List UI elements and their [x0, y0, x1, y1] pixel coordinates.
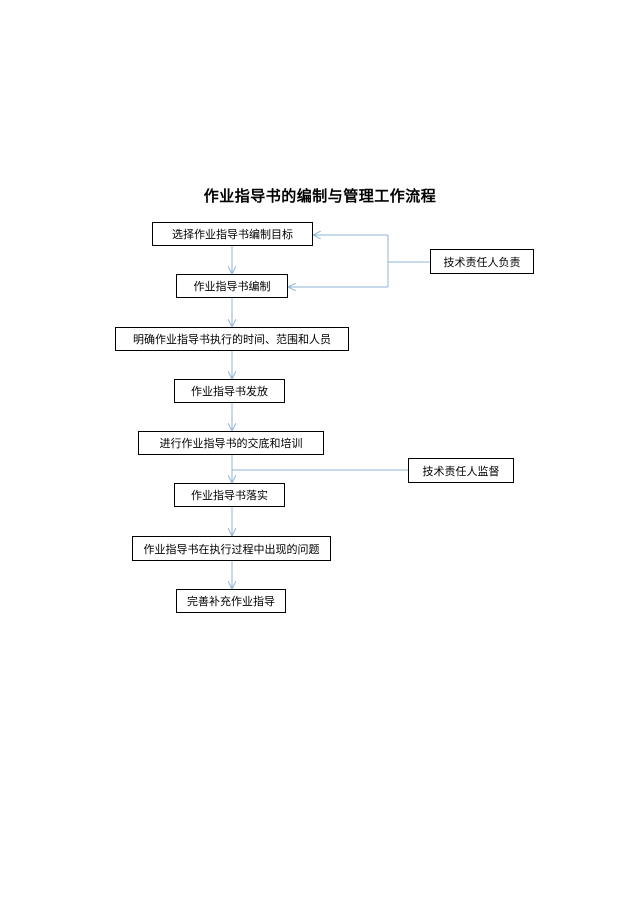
note-responsible: 技术责任人负责	[430, 249, 534, 274]
diagram-title: 作业指导书的编制与管理工作流程	[203, 187, 437, 205]
note-supervise: 技术责任人监督	[408, 458, 514, 483]
step-improve: 完善补充作业指导	[176, 589, 286, 613]
step-compile: 作业指导书编制	[176, 274, 288, 298]
step-briefing-training: 进行作业指导书的交底和培训	[138, 431, 324, 455]
step-distribute: 作业指导书发放	[174, 379, 285, 403]
step-issues: 作业指导书在执行过程中出现的问题	[132, 536, 331, 561]
step-implement: 作业指导书落实	[174, 483, 285, 507]
step-define-scope: 明确作业指导书执行的时间、范围和人员	[115, 327, 349, 351]
step-select-target: 选择作业指导书编制目标	[152, 222, 313, 246]
